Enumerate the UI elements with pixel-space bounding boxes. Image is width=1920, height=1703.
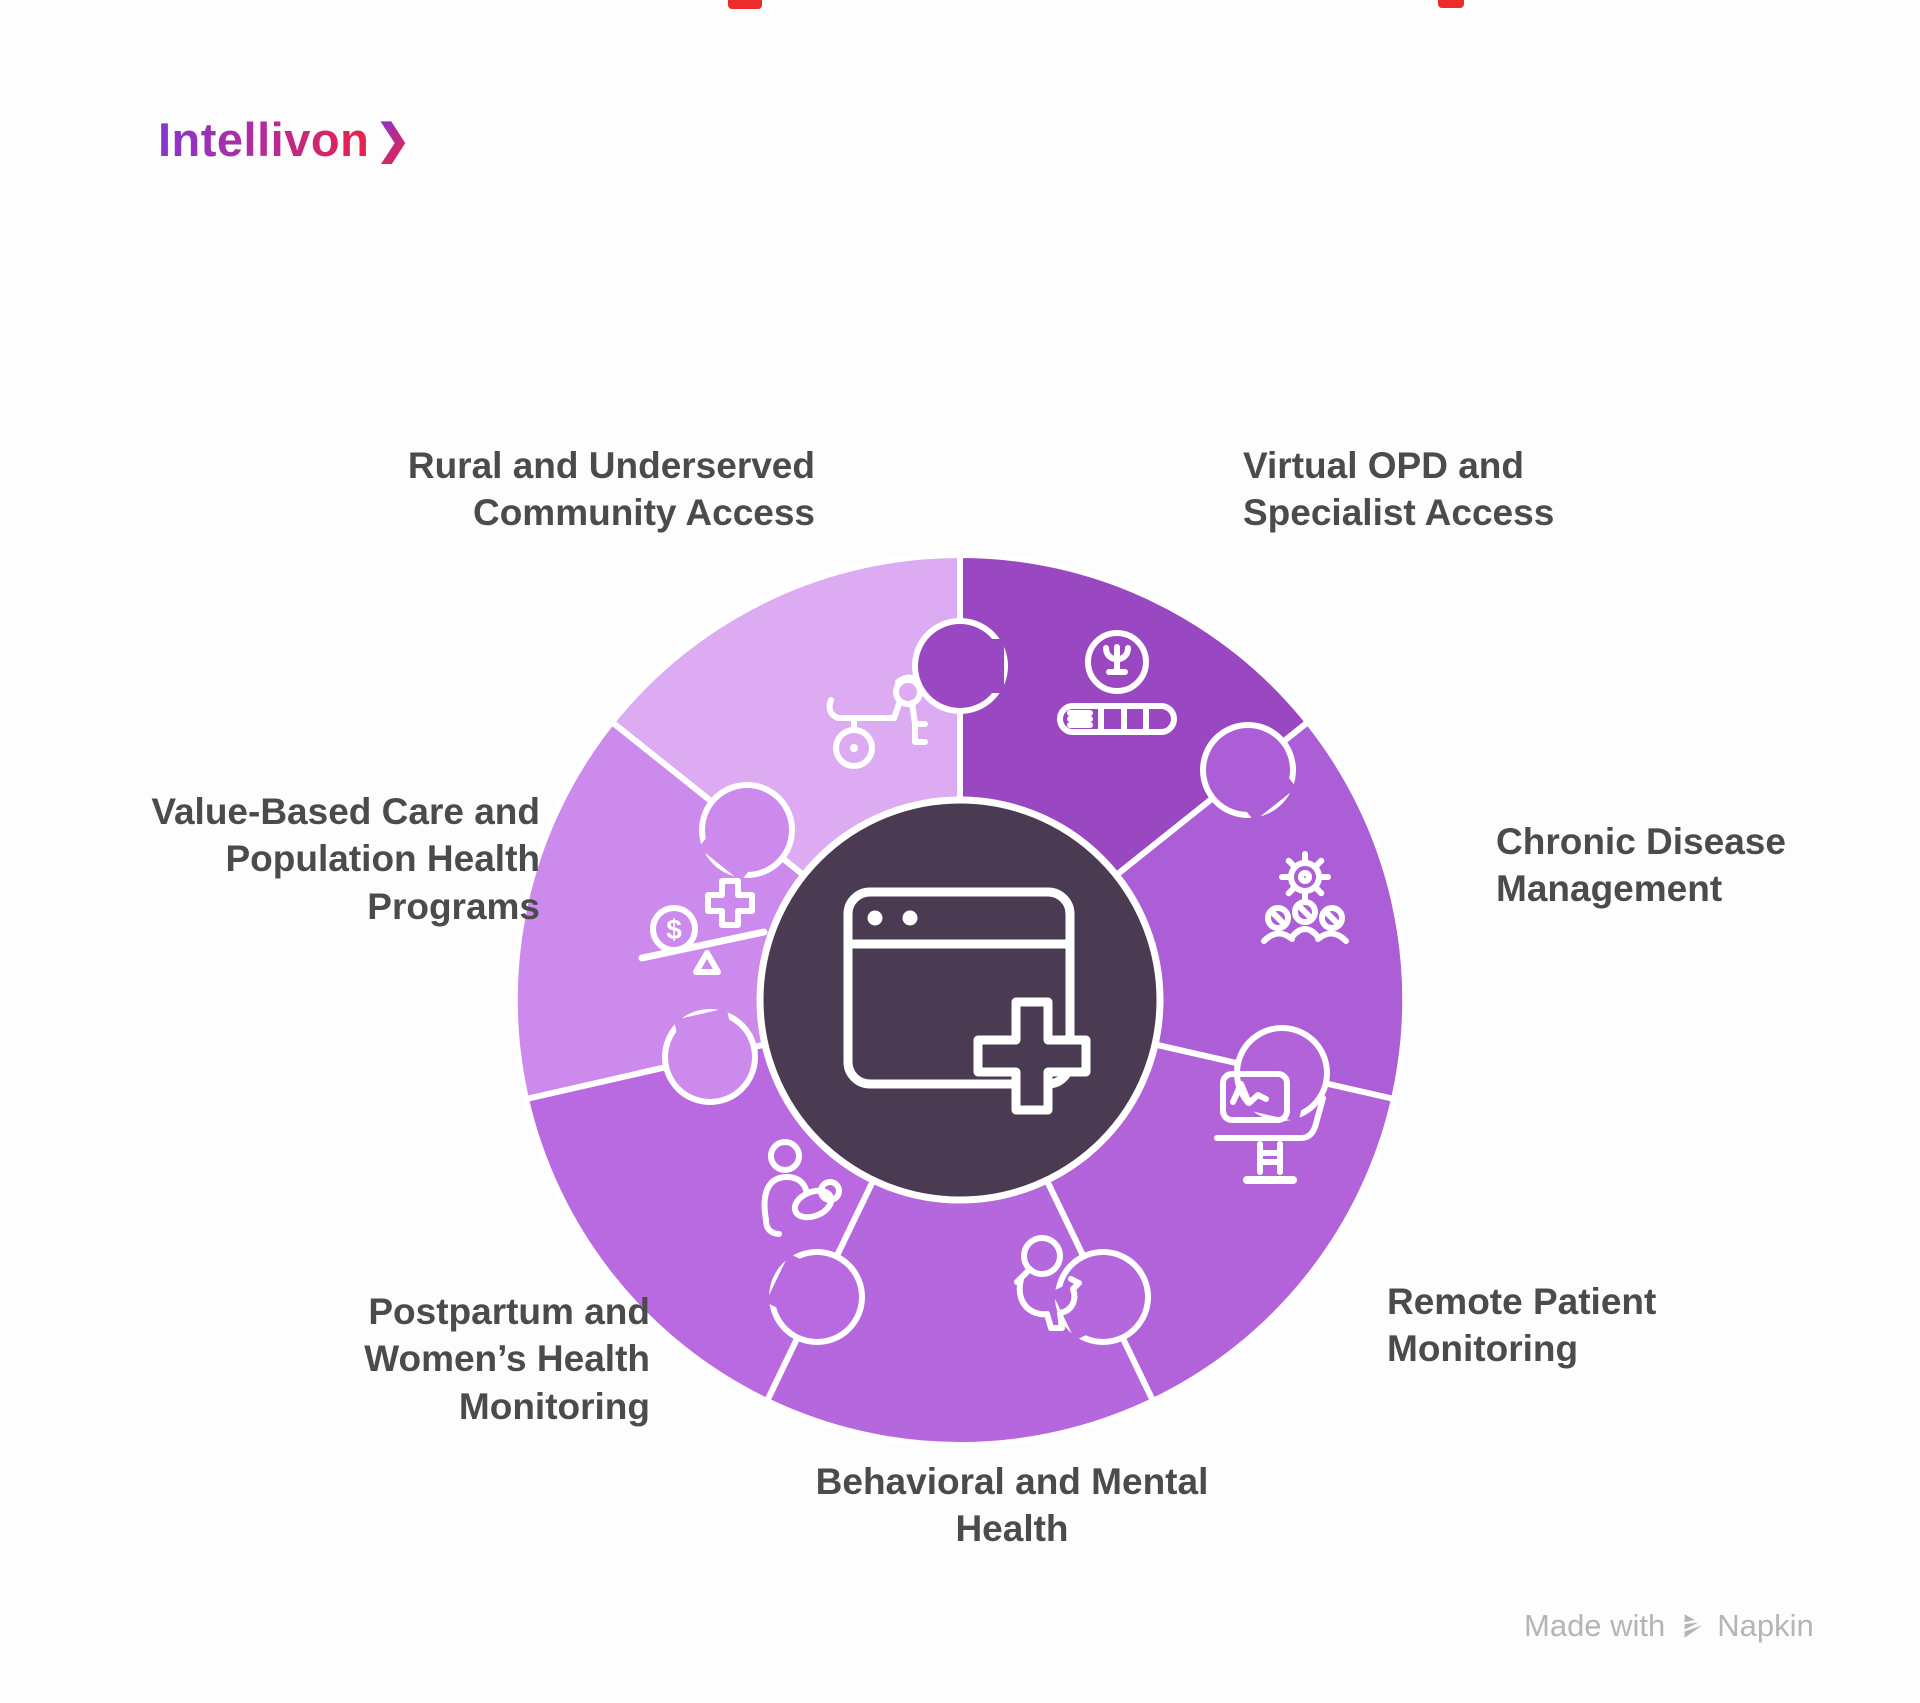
napkin-credit: Made with Napkin xyxy=(1524,1608,1814,1644)
mother-baby-icon xyxy=(761,1139,842,1237)
made-with-text: Made with xyxy=(1524,1608,1666,1643)
label-postpartum: Postpartum and Women’s Health Monitoring xyxy=(364,1291,650,1427)
mental-health-icon xyxy=(1014,1235,1082,1331)
psychology-prescription-icon xyxy=(1057,630,1177,735)
svg-text:$: $ xyxy=(666,914,682,945)
logo-chevron-icon: ❯ xyxy=(375,116,411,163)
label-remote-patient: Remote Patient Monitoring xyxy=(1387,1281,1657,1370)
dog-mobility-icon xyxy=(826,674,928,769)
napkin-brand-text: Napkin xyxy=(1717,1608,1814,1643)
screen-edge-artifact xyxy=(1438,0,1464,8)
exam-chair-monitor-icon xyxy=(1214,1071,1326,1184)
segment-behavioral-mental xyxy=(764,997,1156,1448)
intellivon-logo: Intellivon ❯ xyxy=(158,112,411,167)
care-team-icon xyxy=(1261,851,1349,944)
telehealth-platform-icon xyxy=(843,887,1091,1115)
label-value-based: Value-Based Care and Population Health P… xyxy=(151,791,540,927)
label-behavioral-mental: Behavioral and Mental Health xyxy=(815,1461,1209,1550)
napkin-logo-icon xyxy=(1684,1614,1703,1638)
value-balance-icon: $ xyxy=(638,878,768,975)
label-chronic-disease: Chronic Disease Management xyxy=(1496,821,1786,910)
center-hub xyxy=(756,796,1164,1204)
label-rural-underserved: Rural and Underserved Community Access xyxy=(407,445,815,534)
screen-edge-artifact xyxy=(728,0,762,9)
logo-text: Intellivon xyxy=(158,113,370,166)
label-virtual-opd: Virtual OPD and Specialist Access xyxy=(1243,445,1555,534)
